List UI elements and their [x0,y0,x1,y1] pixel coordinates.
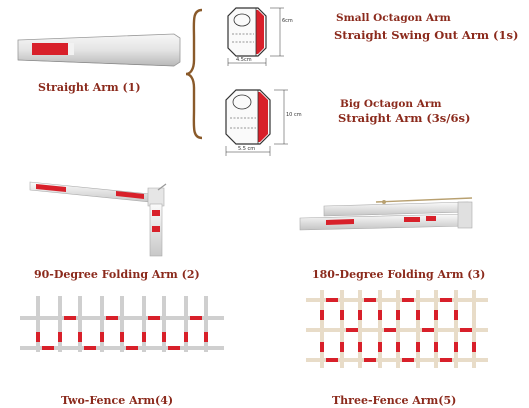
folding-arm-90-caption: 90-Degree Folding Arm (2) [34,268,200,281]
curly-brace-icon [185,8,203,140]
small-octagon-diagram: 6cm 4.5cm [227,7,293,66]
big-octagon-caption: Big Octagon Arm [340,98,442,110]
straight-arm-image [17,33,181,67]
big-width-label: 5.5 cm [238,146,255,152]
three-fence-arm-image [306,290,488,368]
folding-arm-180-image [299,197,473,231]
big-height-label: 10 cm [286,112,302,118]
small-width-label: 4.5cm [236,57,252,63]
straight-arm-caption: Straight Arm (1) [38,81,141,94]
folding-arm-180-caption: 180-Degree Folding Arm (3) [312,268,486,281]
big-octagon-diagram: 10 cm 5.5 cm [225,89,302,156]
straight-swing-out-caption: Straight Swing Out Arm (1s) [334,28,519,42]
three-fence-arm-caption: Three-Fence Arm(5) [332,394,457,407]
two-fence-arm-caption: Two-Fence Arm(4) [61,394,174,407]
small-height-label: 6cm [282,18,293,24]
straight-arm-3s6s-caption: Straight Arm (3s/6s) [338,111,471,125]
two-fence-arm-image [20,296,224,352]
folding-arm-90-image [29,181,167,257]
small-octagon-caption: Small Octagon Arm [336,12,451,24]
